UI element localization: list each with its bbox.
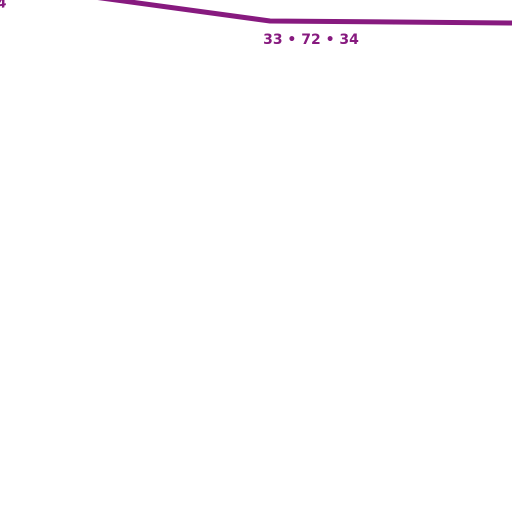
route-label-partial: 4 xyxy=(0,0,8,13)
route-label: 33 • 72 • 34 xyxy=(263,32,359,48)
route-line[interactable] xyxy=(72,0,512,26)
